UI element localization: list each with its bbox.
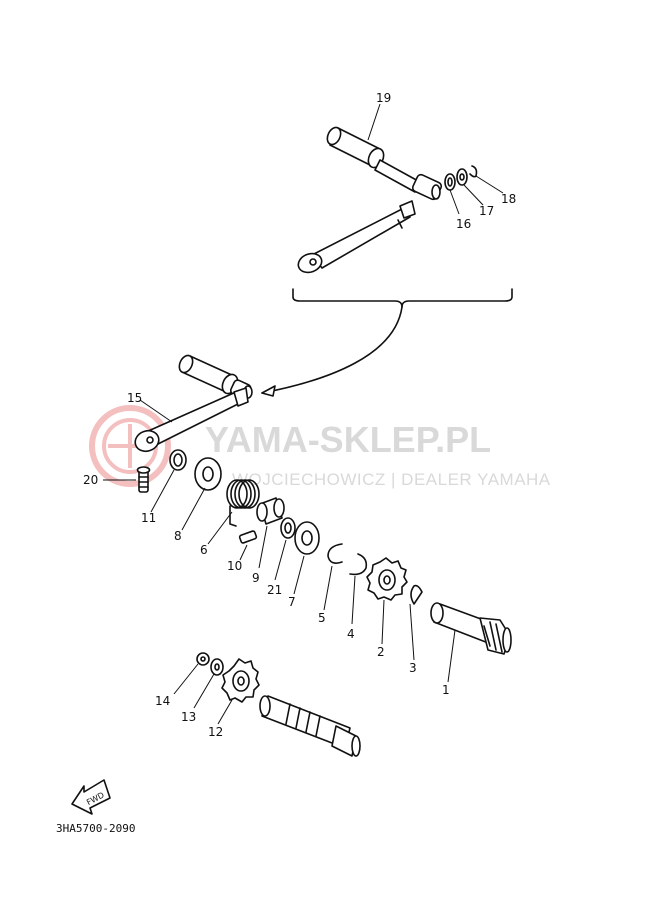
inset-part-18	[469, 165, 478, 178]
inset-arrow	[261, 306, 403, 394]
callout-2: 2	[377, 645, 385, 659]
part-7-washer	[294, 521, 320, 555]
watermark-dealer-line: WOJCIECHOWICZ | DEALER YAMAHA	[232, 470, 551, 489]
callout-9: 9	[252, 571, 260, 585]
part-9-guide	[256, 497, 285, 525]
inset-kick-arm	[297, 200, 416, 274]
main-kick-arm	[134, 387, 249, 453]
callout-20: 20	[83, 473, 98, 487]
callout-13: 13	[181, 710, 196, 724]
part-14-ring	[196, 652, 210, 666]
callout-11: 11	[141, 511, 156, 525]
inset-part-17	[456, 168, 468, 186]
callout-4: 4	[347, 627, 355, 641]
part-13-washer	[210, 658, 224, 676]
part-1-kick-axle	[430, 602, 512, 655]
callout-6: 6	[200, 543, 208, 557]
part-4-circlip	[349, 553, 368, 576]
kick-idle-shaft	[259, 695, 361, 757]
part-12-gear	[221, 658, 260, 703]
diagram-code: 3HA5700-2090	[56, 822, 135, 835]
callout-12: 12	[208, 725, 223, 739]
callout-17: 17	[479, 204, 494, 218]
callout-16: 16	[456, 217, 471, 231]
part-3-clip	[410, 584, 423, 605]
watermark-brand: YAMA-SKLEP.PL	[205, 419, 491, 460]
callout-3: 3	[409, 661, 417, 675]
part-2-gear	[366, 557, 408, 601]
leader-lines	[103, 399, 456, 725]
watermark: YAMA-SKLEP.PL WOJCIECHOWICZ | DEALER YAM…	[89, 405, 551, 489]
inset-arrowhead	[261, 385, 276, 397]
part-6-spring	[226, 479, 260, 527]
part-10-stopper	[238, 530, 258, 544]
callout-19: 19	[376, 91, 391, 105]
callout-21: 21	[267, 583, 282, 597]
inset-assembly	[261, 103, 513, 397]
callout-10: 10	[227, 559, 242, 573]
part-8-washer	[194, 457, 222, 491]
part-11-bushing	[169, 449, 187, 471]
callout-numbers: 19 16 17 18 15 20 11 8 6 10 9 21 7 5 4 2…	[83, 91, 516, 739]
callout-15: 15	[127, 391, 142, 405]
callout-18: 18	[501, 192, 516, 206]
part-21-washer	[280, 517, 296, 539]
callout-1: 1	[442, 683, 450, 697]
inset-bracket	[292, 288, 513, 308]
part-5-circlip	[327, 543, 343, 564]
part-20-bolt	[136, 466, 151, 493]
callout-14: 14	[155, 694, 170, 708]
callout-7: 7	[288, 595, 296, 609]
callout-8: 8	[174, 529, 182, 543]
fwd-arrow: FWD	[71, 779, 111, 815]
inset-kick-pedal	[326, 126, 443, 201]
callout-5: 5	[318, 611, 326, 625]
inset-part-16	[444, 173, 456, 191]
